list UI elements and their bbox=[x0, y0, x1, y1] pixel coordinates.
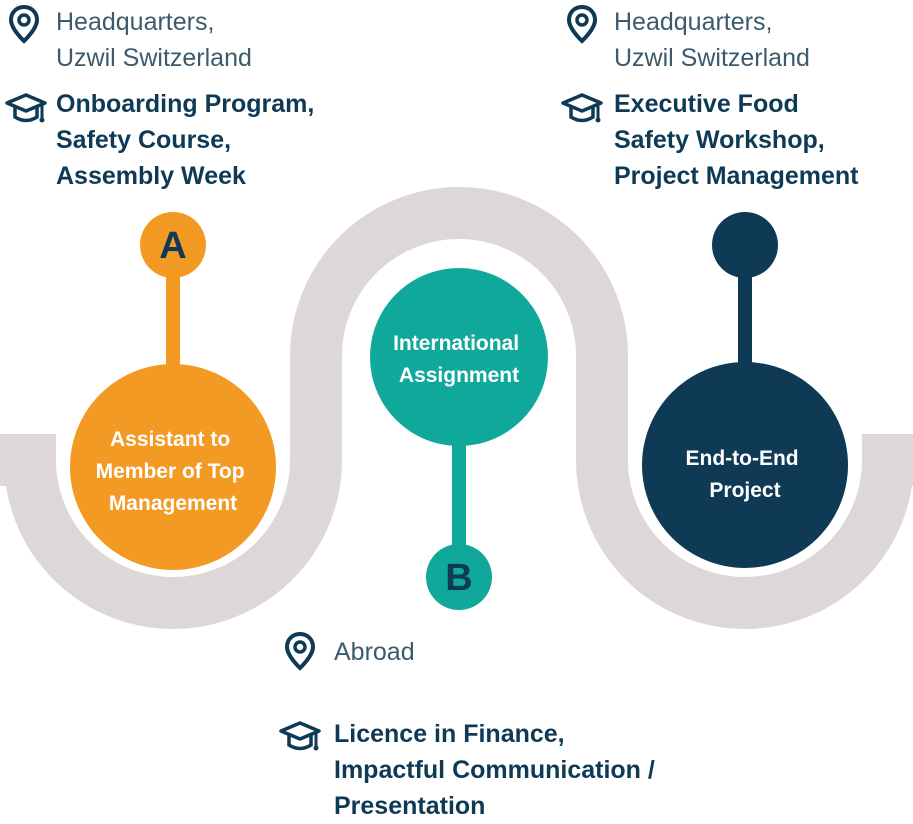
stage-a-role-line: Management bbox=[109, 492, 237, 515]
stage-c-course-line: Safety Workshop, bbox=[614, 126, 825, 154]
stage-a-location: Headquarters, Uzwil Switzerland bbox=[56, 4, 252, 76]
graduation-cap-icon bbox=[4, 90, 48, 137]
stage-c-location: Headquarters, Uzwil Switzerland bbox=[614, 4, 810, 76]
graduation-cap-icon bbox=[560, 90, 604, 137]
stage-c-role-line: End-to-End bbox=[686, 447, 799, 470]
stage-b-node: B International Assignment bbox=[370, 268, 548, 610]
stage-a-location-line: Headquarters, bbox=[56, 8, 215, 36]
stage-c-letter: C bbox=[731, 225, 758, 267]
stage-b-letter: B bbox=[445, 557, 472, 599]
stage-a-role-line: Member of Top bbox=[96, 460, 245, 483]
stage-c-location-line: Uzwil Switzerland bbox=[614, 44, 810, 72]
stage-c-node: C End-to-End Project bbox=[642, 212, 848, 568]
career-track bbox=[0, 187, 913, 629]
stage-a-role-line: Assistant to bbox=[110, 428, 230, 451]
stage-a-course-line: Safety Course, bbox=[56, 126, 232, 154]
stage-b-location: Abroad bbox=[334, 634, 415, 670]
stage-a-course-line: Assembly Week bbox=[56, 162, 246, 190]
stage-c-courses: Executive Food Safety Workshop, Project … bbox=[614, 86, 859, 194]
stage-c-location-line: Headquarters, bbox=[614, 8, 773, 36]
stage-a-role-label: Assistant to Member of Top Management bbox=[96, 428, 251, 515]
stage-a-courses: Onboarding Program, Safety Course, Assem… bbox=[56, 86, 314, 194]
graduation-cap-icon bbox=[278, 718, 322, 765]
stage-b-course-line: Licence in Finance, bbox=[334, 720, 565, 748]
stage-c-course-line: Project Management bbox=[614, 162, 859, 190]
stage-c-role-line: Project bbox=[709, 479, 780, 502]
stage-b-course-line: Presentation bbox=[334, 792, 486, 820]
stage-a-course-line: Onboarding Program, bbox=[56, 90, 315, 118]
map-pin-icon bbox=[8, 4, 40, 49]
stage-a-node: A Assistant to Member of Top Management bbox=[70, 212, 276, 570]
stage-c-role-label: End-to-End Project bbox=[686, 447, 805, 502]
stage-c-course-line: Executive Food bbox=[614, 90, 799, 118]
stage-a-letter: A bbox=[159, 225, 186, 267]
map-pin-icon bbox=[566, 4, 598, 49]
stage-b-role-label: International Assignment bbox=[393, 332, 525, 387]
stage-b-location-line: Abroad bbox=[334, 638, 415, 666]
stage-b-courses: Licence in Finance, Impactful Communicat… bbox=[334, 716, 655, 824]
stage-b-role-line: Assignment bbox=[399, 364, 519, 387]
stage-b-course-line: Impactful Communication / bbox=[334, 756, 655, 784]
stage-b-role-line: International bbox=[393, 332, 519, 355]
map-pin-icon bbox=[284, 631, 316, 676]
stage-a-location-line: Uzwil Switzerland bbox=[56, 44, 252, 72]
